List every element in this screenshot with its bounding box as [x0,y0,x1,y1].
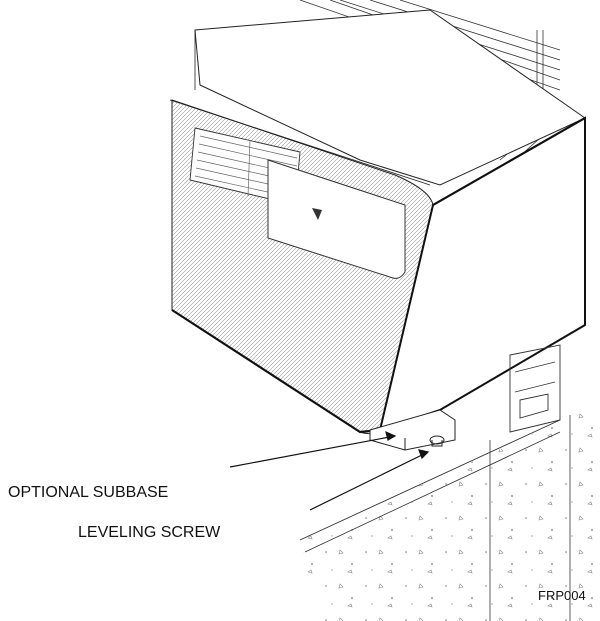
leveling-screw [429,435,445,447]
leader-lines [229,430,430,511]
leveling-screw-label: LEVELING SCREW [78,524,221,541]
screw-leader [309,451,429,511]
optional-subbase-label: OPTIONAL SUBBASE [8,484,169,501]
subbase-leader [229,435,396,468]
unit-top [194,9,587,186]
figure-code: FRP004 [538,588,586,603]
wall-concrete [299,400,600,621]
optional-subbase [369,409,456,451]
control-panel-door [267,159,406,279]
brand-logo-icon [312,208,322,220]
